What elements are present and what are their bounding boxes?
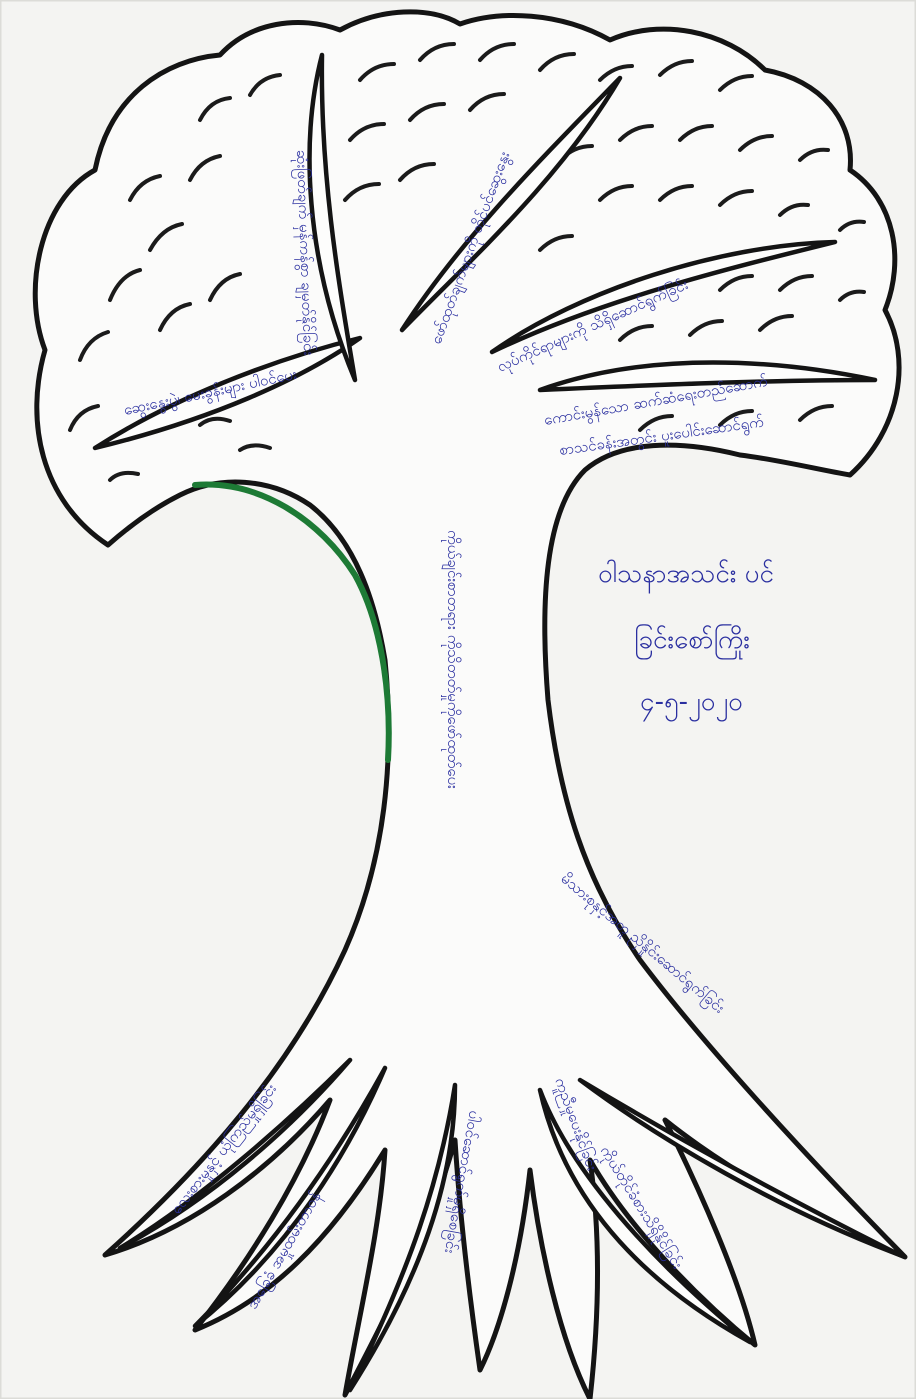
- trunk-label: ကိုယ်ချင်းစာတရား ကိုသိတတ်မှုကိုဖော်ထုတ်ပ…: [441, 530, 462, 789]
- author-note-line-2: ခြင်းစော်ကြိုး: [634, 622, 750, 660]
- author-note-date: ၄-၅-၂၀၂၀: [640, 687, 743, 722]
- author-note-line-1: ဝါသနာအသင်း ပင်: [598, 558, 774, 594]
